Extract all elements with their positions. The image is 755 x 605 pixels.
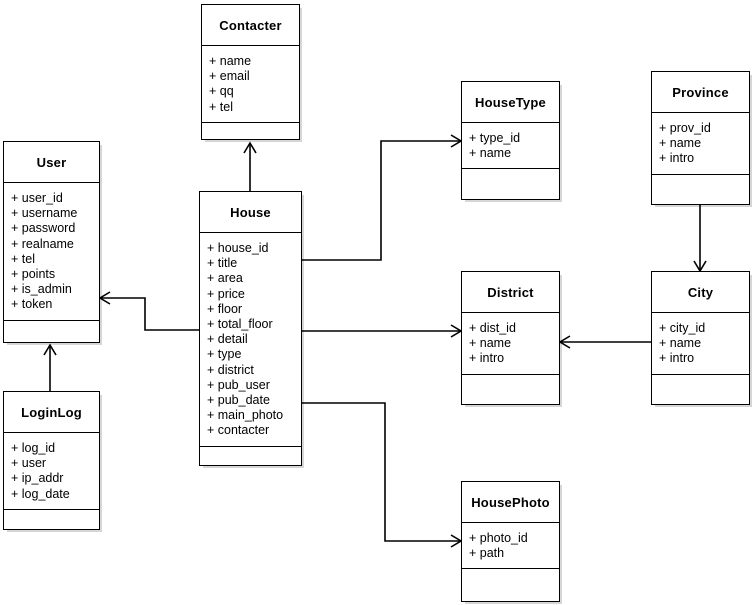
connector-house-housephoto (302, 402, 463, 548)
class-attribute: + realname (11, 236, 74, 251)
class-attribute: + username (11, 206, 78, 221)
class-attribute: + contacter (207, 423, 270, 438)
class-attribute: + user (11, 456, 47, 471)
class-box-city[interactable]: City + city_id+ name+ intro (651, 271, 750, 405)
class-attribute: + name (659, 136, 702, 151)
class-attribute: + email (209, 69, 250, 84)
class-attribute: + type (207, 347, 242, 362)
class-attributes-housetype: + type_id+ name (462, 123, 559, 170)
class-name-province: Province (652, 72, 749, 113)
class-attribute: + name (659, 336, 702, 351)
class-attribute: + is_admin (11, 282, 72, 297)
class-name-city: City (652, 272, 749, 313)
class-box-user[interactable]: User + user_id+ username+ password+ real… (3, 141, 100, 343)
class-attributes-user: + user_id+ username+ password+ realname+… (4, 183, 99, 321)
class-attribute: + floor (207, 301, 243, 316)
class-box-loginlog[interactable]: LoginLog + log_id+ user+ ip_addr+ log_da… (3, 391, 100, 530)
class-attributes-housephoto: + photo_id+ path (462, 523, 559, 570)
class-attribute: + detail (207, 332, 248, 347)
class-attribute: + area (207, 271, 243, 286)
class-attribute: + path (469, 546, 505, 561)
class-name-housetype: HouseType (462, 82, 559, 123)
class-attribute: + city_id (659, 321, 706, 335)
class-attributes-contacter: + name+ email+ qq+ tel (202, 46, 299, 123)
class-methods-house (200, 447, 301, 465)
class-attribute: + points (11, 267, 56, 282)
connector-house-housetype (302, 134, 463, 261)
class-methods-loginlog (4, 510, 99, 529)
class-attributes-district: + dist_id+ name+ intro (462, 313, 559, 375)
class-attribute: + photo_id (469, 531, 528, 545)
class-attribute: + tel (209, 99, 233, 114)
connector-loginlog-user (43, 343, 57, 391)
connector-house-contacter (243, 141, 257, 191)
connector-house-district (302, 324, 463, 338)
class-attribute: + log_id (11, 441, 56, 455)
class-attributes-province: + prov_id+ name+ intro (652, 113, 749, 175)
class-attribute: + intro (659, 351, 695, 366)
class-attribute: + house_id (207, 241, 269, 255)
connector-province-city (693, 205, 707, 273)
class-methods-contacter (202, 123, 299, 139)
class-attribute: + intro (659, 151, 695, 166)
class-attribute: + name (209, 54, 252, 68)
class-methods-housetype (462, 169, 559, 199)
class-attribute: + district (207, 362, 254, 377)
class-attribute: + qq (209, 84, 234, 99)
class-name-house: House (200, 192, 301, 233)
class-attribute: + price (207, 286, 245, 301)
class-attribute: + intro (469, 351, 505, 366)
class-attribute: + name (469, 336, 512, 351)
class-methods-housephoto (462, 569, 559, 601)
class-box-house[interactable]: House + house_id+ title+ area+ price+ fl… (199, 191, 302, 466)
class-box-housephoto[interactable]: HousePhoto + photo_id+ path (461, 481, 560, 602)
class-attributes-loginlog: + log_id+ user+ ip_addr+ log_date (4, 433, 99, 510)
connector-house-user (98, 291, 199, 331)
class-attribute: + type_id (469, 131, 521, 145)
class-attribute: + password (11, 221, 76, 236)
class-attribute: + pub_date (207, 393, 270, 408)
class-attribute: + user_id (11, 191, 63, 205)
class-attribute: + ip_addr (11, 471, 64, 486)
class-attribute: + tel (11, 251, 35, 266)
class-attribute: + prov_id (659, 121, 711, 135)
class-box-housetype[interactable]: HouseType + type_id+ name (461, 81, 560, 200)
class-attribute: + main_photo (207, 408, 284, 423)
class-name-housephoto: HousePhoto (462, 482, 559, 523)
class-name-contacter: Contacter (202, 5, 299, 46)
connector-city-district (558, 335, 651, 349)
class-attribute: + dist_id (469, 321, 516, 335)
class-methods-user (4, 321, 99, 342)
class-attributes-city: + city_id+ name+ intro (652, 313, 749, 375)
class-name-district: District (462, 272, 559, 313)
class-box-province[interactable]: Province + prov_id+ name+ intro (651, 71, 750, 205)
class-box-contacter[interactable]: Contacter + name+ email+ qq+ tel (201, 4, 300, 140)
class-attribute: + log_date (11, 486, 70, 501)
class-name-loginlog: LoginLog (4, 392, 99, 433)
class-methods-city (652, 375, 749, 404)
class-methods-province (652, 175, 749, 204)
class-attribute: + pub_user (207, 377, 270, 392)
class-name-user: User (4, 142, 99, 183)
class-methods-district (462, 375, 559, 404)
class-box-district[interactable]: District + dist_id+ name+ intro (461, 271, 560, 405)
class-attribute: + total_floor (207, 317, 273, 332)
class-attribute: + token (11, 297, 53, 312)
class-attribute: + title (207, 256, 238, 271)
class-attributes-house: + house_id+ title+ area+ price+ floor+ t… (200, 233, 301, 447)
class-attribute: + name (469, 146, 512, 161)
